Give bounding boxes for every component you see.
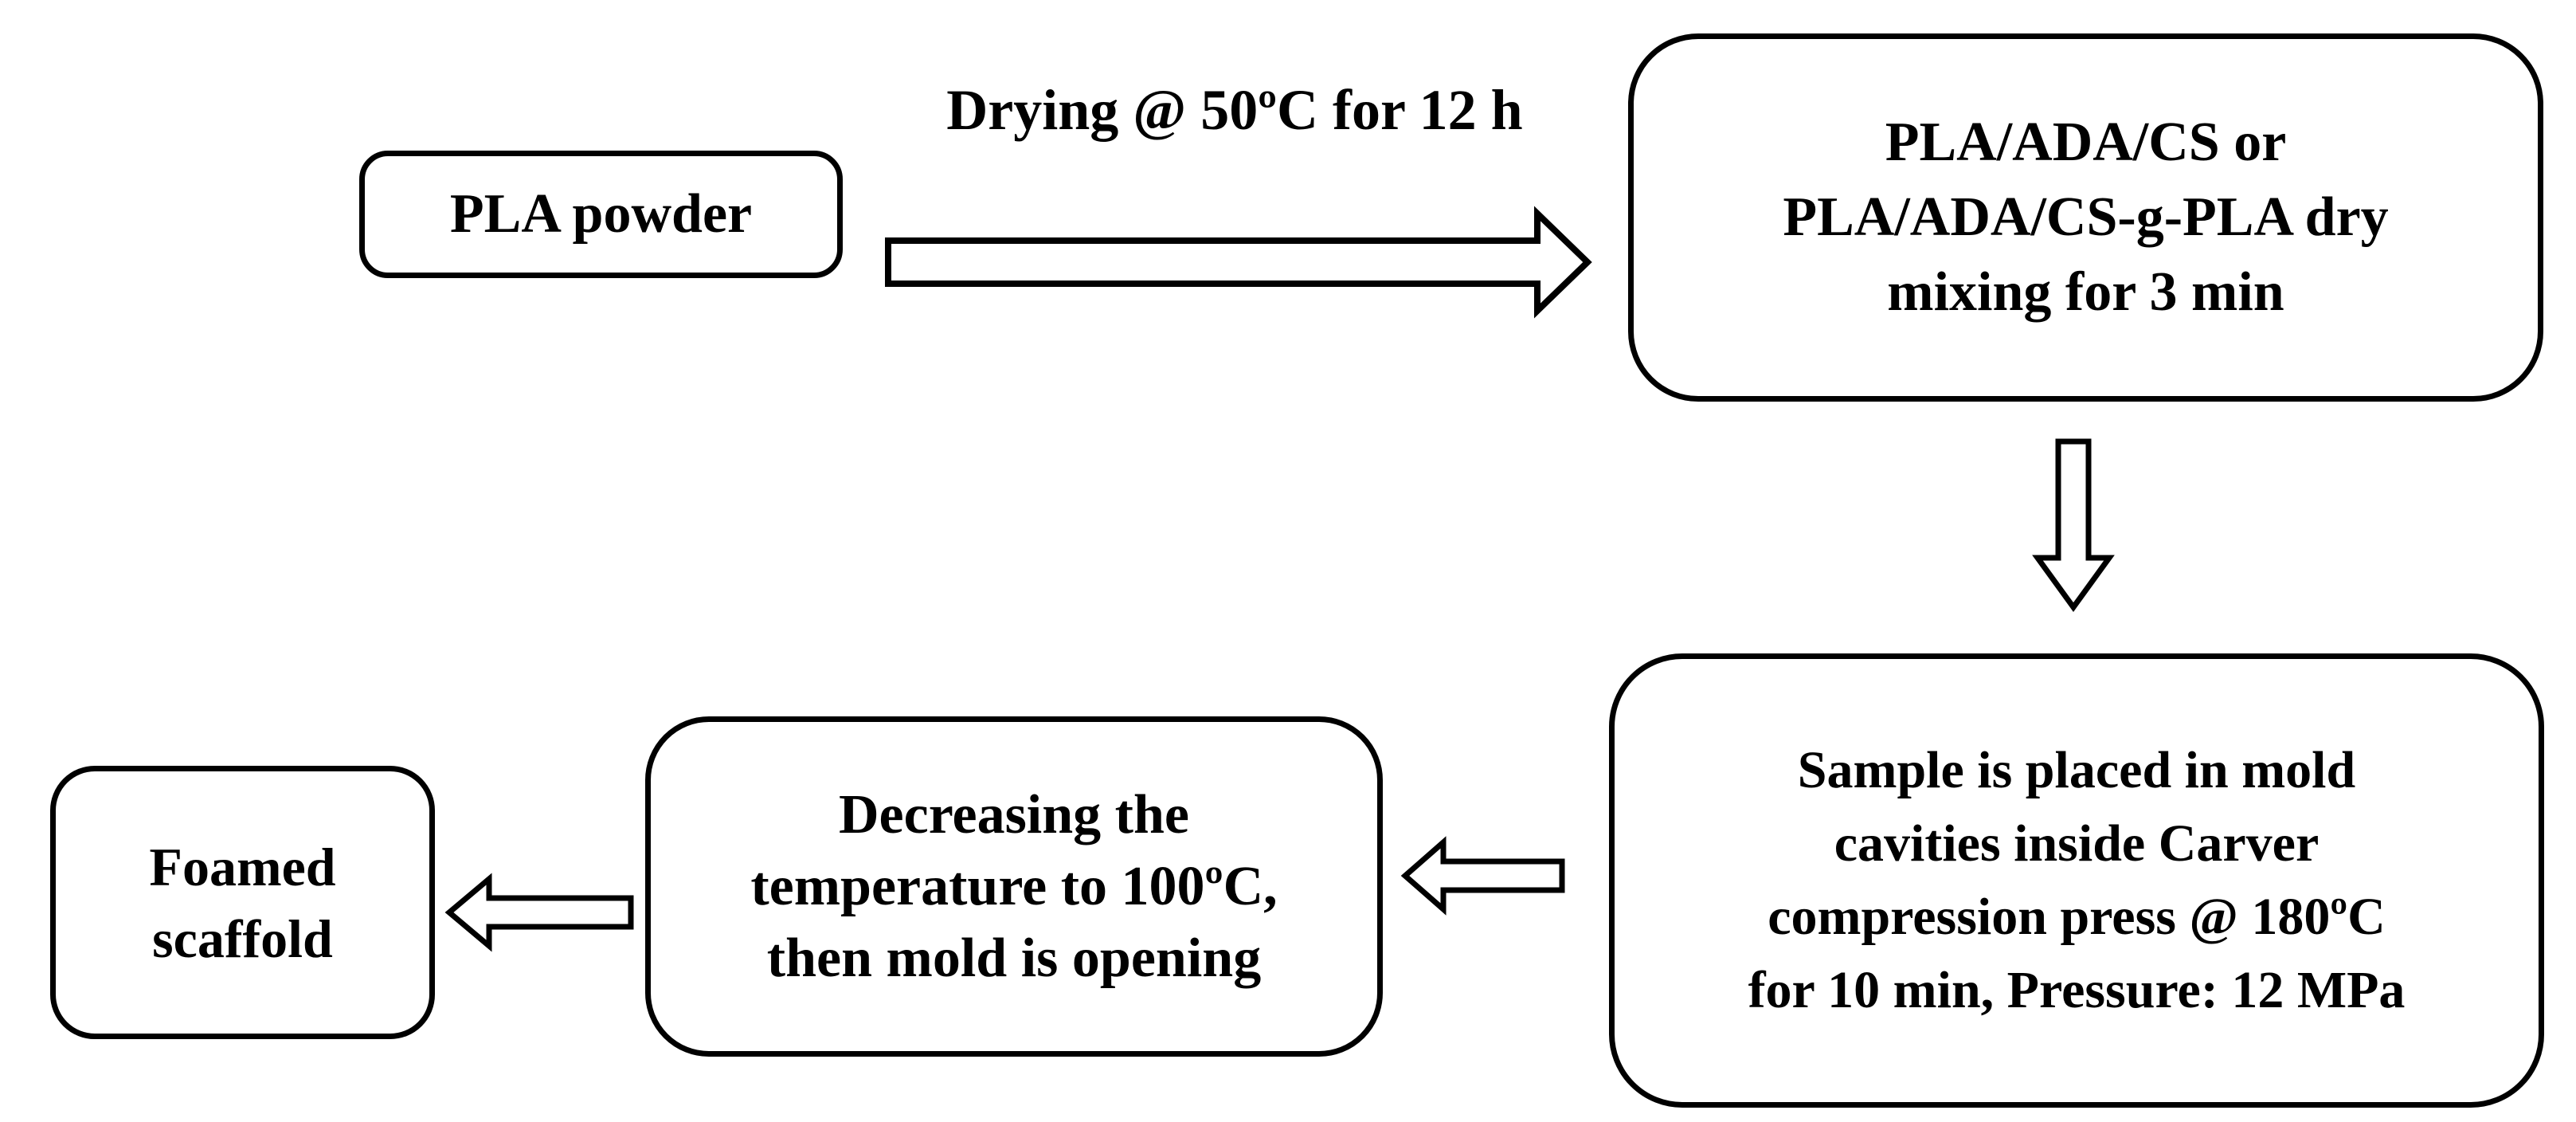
node-dry-mixing: PLA/ADA/CS or PLA/ADA/CS-g-PLA dry mixin… <box>1628 33 2543 402</box>
node-line: temperature to 100ºC, <box>750 855 1278 917</box>
node-line: for 10 min, Pressure: 12 MPa <box>1748 961 2406 1019</box>
node-line: Sample is placed in mold <box>1797 741 2356 799</box>
node-line: Decreasing the <box>839 783 1189 845</box>
node-line: cavities inside Carver <box>1834 814 2320 873</box>
node-line: compression press @ 180ºC <box>1768 888 2386 946</box>
node-line: mixing for 3 min <box>1887 261 2284 323</box>
left-arrow-icon-press-to-cooling <box>1400 836 1565 916</box>
node-compression-press: Sample is placed in mold cavities inside… <box>1609 653 2544 1108</box>
node-line: Foamed <box>149 836 336 897</box>
node-line: then mold is opening <box>766 927 1262 989</box>
node-line: PLA powder <box>449 183 753 245</box>
left-arrow-icon-cooling-to-foamed <box>444 873 634 952</box>
down-arrow-icon <box>2032 438 2115 612</box>
node-cooling-mold-opening: Decreasing the temperature to 100ºC, the… <box>645 716 1383 1057</box>
node-line: scaffold <box>152 908 333 969</box>
node-line: PLA/ADA/CS or <box>1885 112 2287 173</box>
drying-arrow-label: Drying @ 50ºC for 12 h <box>946 78 1523 142</box>
right-arrow-icon <box>885 206 1592 319</box>
node-line: PLA/ADA/CS-g-PLA dry <box>1783 186 2389 248</box>
node-pla-powder: PLA powder <box>359 151 843 278</box>
node-foamed-scaffold: Foamed scaffold <box>50 766 435 1039</box>
